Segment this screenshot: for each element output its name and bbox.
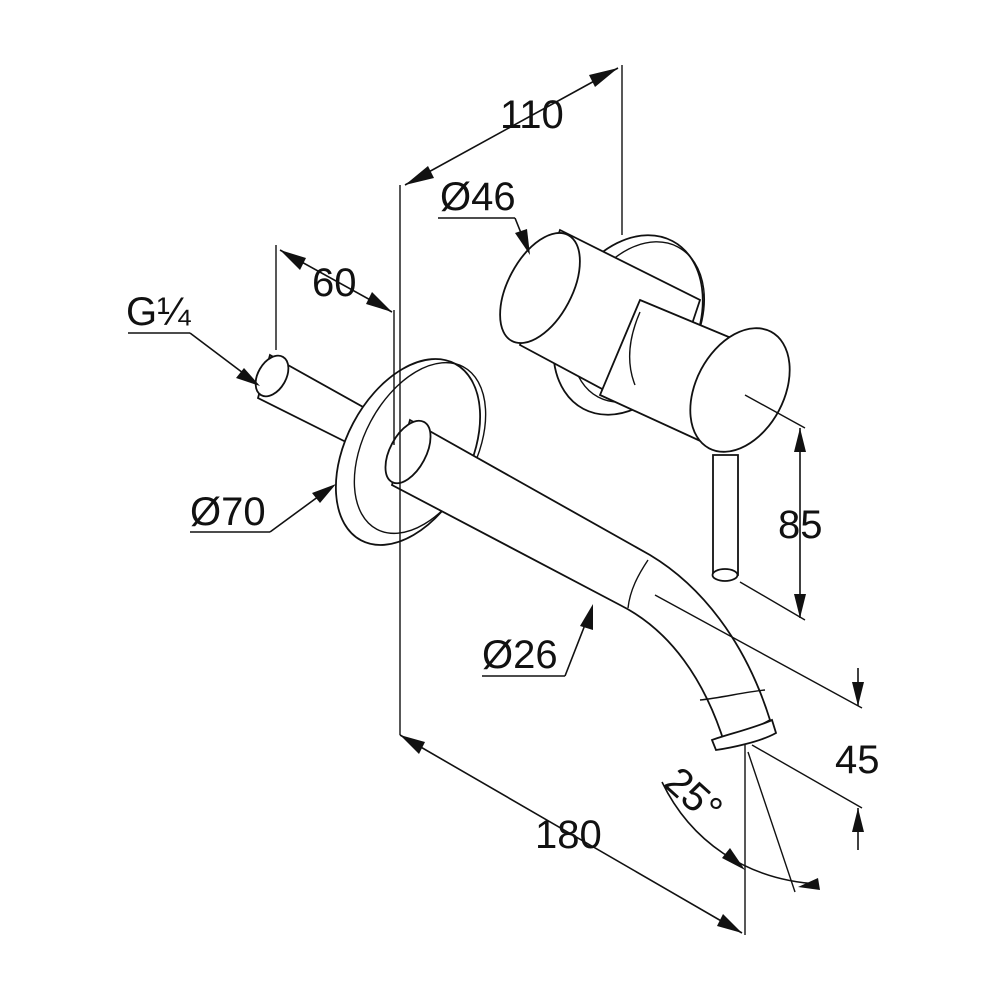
faucet-parts [254,228,791,751]
dim-line-110 [404,67,619,186]
label-spout-angle: 25° [656,759,730,832]
dim-leader-70 [190,484,336,533]
label-handle-height: 85 [778,503,823,547]
dim-line-60 [279,249,393,313]
dim-angle-25 [661,751,820,893]
handle-body [499,228,791,453]
label-overall-depth: 110 [500,93,564,137]
label-rosette-diameter: Ø70 [190,490,266,534]
label-spout-diameter: Ø26 [482,633,558,677]
dimension-lines [128,65,864,935]
dim-leader-thread [128,332,260,386]
label-rosette-to-wall: 60 [312,261,357,305]
label-thread: G¼ [126,290,191,334]
dim-leader-46 [438,217,530,255]
handle-lever [711,454,739,582]
label-handle-diameter: Ø46 [440,175,516,219]
spout [384,418,778,751]
dim-line-180 [399,734,746,935]
label-spout-reach: 180 [535,813,602,857]
dim-line-85 [739,394,806,621]
dim-leader-26 [482,604,593,677]
dim-line-45 [654,594,864,850]
label-spout-height: 45 [835,738,880,782]
threaded-connector [254,353,374,447]
